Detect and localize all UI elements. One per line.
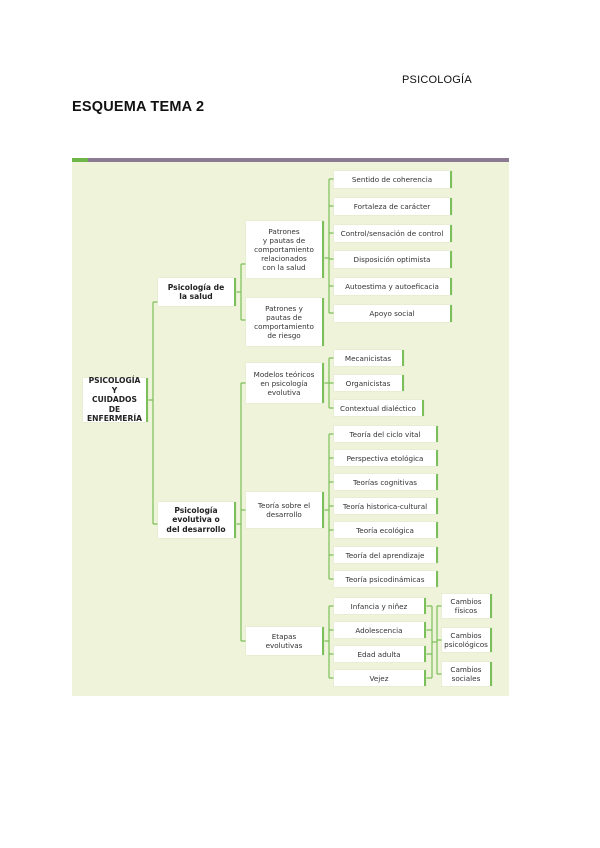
- node-teoria-item: Teorías cognitivas: [334, 474, 438, 490]
- node-teoria-item: Teoría del aprendizaje: [334, 547, 438, 563]
- node-factor: Disposición optimista: [334, 251, 452, 268]
- node-factor: Apoyo social: [334, 305, 452, 322]
- node-teoria-item: Teoría historica-cultural: [334, 498, 438, 514]
- node-etapa-item: Vejez: [334, 670, 426, 686]
- root-node: PSICOLOGÍA Y CUIDADOS DE ENFERMERÍA: [83, 376, 148, 423]
- node-patrones-salud: Patrones y pautas de comportamiento rela…: [246, 221, 324, 278]
- node-modelo-item: Organicistas: [334, 375, 404, 391]
- node-cambio: Cambios físicos: [442, 594, 492, 618]
- connector-lines: [148, 178, 442, 679]
- node-etapa-item: Edad adulta: [334, 646, 426, 662]
- node-teoria-item: Perspectiva etológica: [334, 450, 438, 466]
- page-title: ESQUEMA TEMA 2: [72, 99, 205, 115]
- node-patrones-riesgo: Patrones y pautas de comportamiento de r…: [246, 298, 324, 346]
- top-bar: [88, 158, 509, 162]
- node-etapas-evolutivas: Etapas evolutivas: [246, 627, 324, 655]
- node-psicologia-salud: Psicología de la salud: [158, 278, 236, 306]
- node-modelo-item: Mecanicistas: [334, 350, 404, 366]
- concept-map: PSICOLOGÍA Y CUIDADOS DE ENFERMERÍA Psic…: [72, 158, 509, 696]
- top-bar-accent: [72, 158, 88, 162]
- node-factor: Control/sensación de control: [334, 225, 452, 242]
- node-teoria-desarrollo: Teoría sobre el desarrollo: [246, 492, 324, 528]
- node-modelos-teoricos: Modelos teóricos en psicología evolutiva: [246, 363, 324, 403]
- node-cambio: Cambios psicológicos: [442, 628, 492, 652]
- node-factor: Autoestima y autoeficacia: [334, 278, 452, 295]
- node-etapa-item: Infancia y niñez: [334, 598, 426, 614]
- node-factor: Sentido de coherencia: [334, 171, 452, 188]
- node-cambio: Cambios sociales: [442, 662, 492, 686]
- node-etapa-item: Adolescencia: [334, 622, 426, 638]
- node-psicologia-evolutiva: Psicología evolutiva o del desarrollo: [158, 502, 236, 538]
- node-teoria-item: Teoría ecológica: [334, 522, 438, 538]
- node-modelo-item: Contextual dialéctico: [334, 400, 424, 416]
- node-teoria-item: Teoría del ciclo vital: [334, 426, 438, 442]
- node-teoria-item: Teoría psicodinámicas: [334, 571, 438, 587]
- node-factor: Fortaleza de carácter: [334, 198, 452, 215]
- subject-header: PSICOLOGÍA: [402, 74, 472, 86]
